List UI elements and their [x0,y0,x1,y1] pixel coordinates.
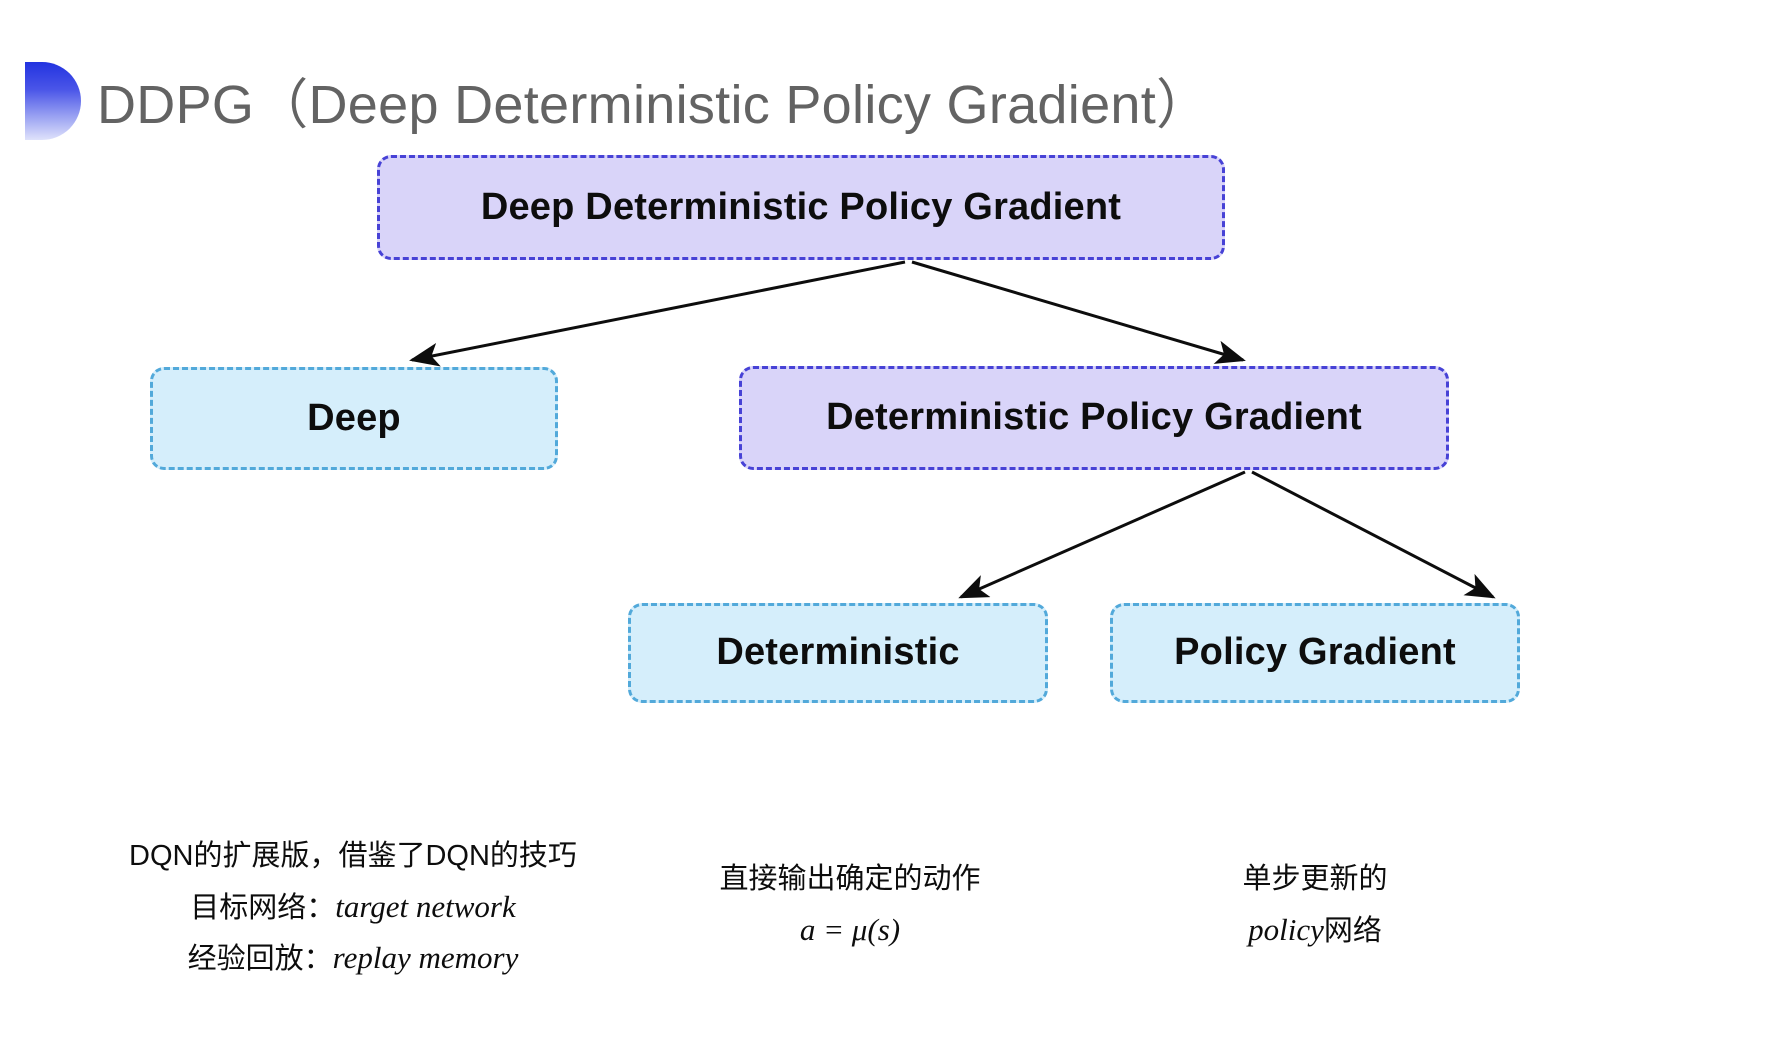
annotation-deterministic: 直接输出确定的动作 a = μ(s) [660,853,1040,958]
annotation-policy-gradient: 单步更新的 policy网络 [1135,853,1495,958]
annotation-deep-line-1: DQN的扩展版，借鉴了DQN的技巧 [129,840,577,872]
node-deterministic[interactable]: Deterministic [628,603,1048,703]
annotation-deep-line-2: 目标网络：target network [190,888,516,924]
edge-root-to-deep [409,260,906,367]
annotation-deterministic-formula: a = μ(s) [799,911,901,947]
node-deep[interactable]: Deep [150,367,558,470]
annotation-policy-gradient-line-1: 单步更新的 [1242,863,1388,895]
annotation-deterministic-line-1: 直接输出确定的动作 [719,863,981,895]
node-deep-deterministic-policy-gradient[interactable]: Deep Deterministic Policy Gradient [377,155,1225,260]
node-policy-gradient[interactable]: Policy Gradient [1110,603,1520,703]
edge-dpg-to-policy-gradient [1251,470,1496,599]
edge-root-to-dpg [911,260,1246,364]
edge-dpg-to-deterministic [958,470,1246,599]
annotation-policy-gradient-line-2: policy网络 [1248,911,1382,947]
title-bullet-decoration [25,62,81,140]
annotation-deep: DQN的扩展版，借鉴了DQN的技巧 目标网络：target network 经验… [88,830,618,987]
node-deterministic-policy-gradient[interactable]: Deterministic Policy Gradient [739,366,1449,470]
annotation-deep-line-3: 经验回放：replay memory [187,940,519,975]
page-title: DDPG（Deep Deterministic Policy Gradient） [97,75,1211,135]
